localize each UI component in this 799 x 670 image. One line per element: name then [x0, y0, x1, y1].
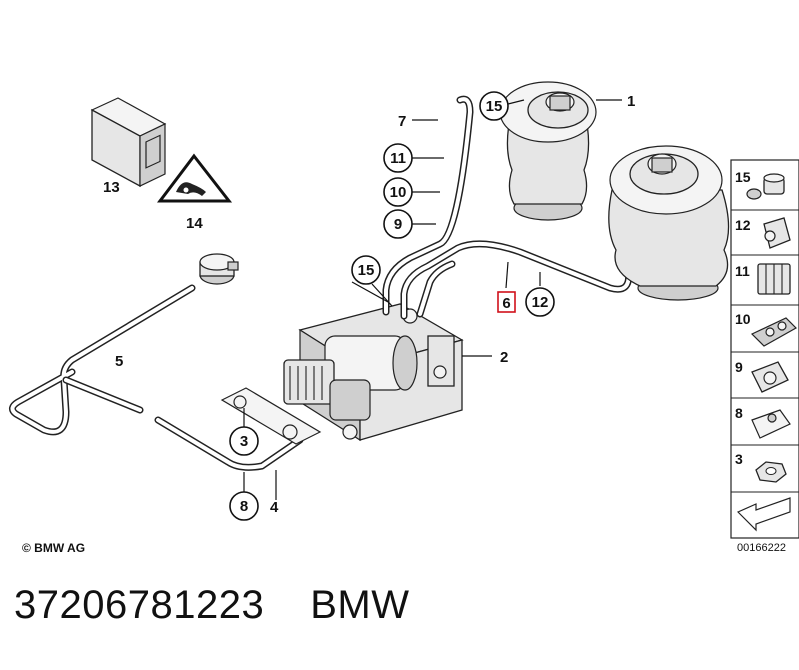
callout-15-mid[interactable]: 15	[351, 255, 381, 285]
control-unit-part-13[interactable]	[90, 97, 167, 188]
footer-caption: 37206781223 BMW	[14, 583, 455, 628]
svg-text:8: 8	[240, 498, 248, 515]
side-part-9-clip[interactable]	[751, 361, 789, 393]
svg-text:3: 3	[240, 433, 248, 450]
label-2: 2	[500, 349, 508, 366]
side-part-12-clip[interactable]	[763, 217, 791, 249]
compressor-assembly-part-2[interactable]	[220, 303, 464, 445]
brand-name: BMW	[310, 583, 410, 627]
svg-text:9: 9	[394, 216, 402, 233]
side-label-15: 15	[735, 169, 751, 185]
callout-9[interactable]: 9	[383, 209, 413, 239]
label-13: 13	[103, 179, 120, 196]
label-14: 14	[186, 215, 203, 232]
air-spring-rear-part-1[interactable]	[499, 81, 597, 221]
svg-text:15: 15	[358, 262, 375, 279]
callout-15-top[interactable]: 15	[479, 91, 509, 121]
svg-text:10: 10	[390, 184, 407, 201]
side-part-10-holder[interactable]	[750, 317, 797, 347]
leader-6	[505, 261, 509, 289]
side-label-12: 12	[735, 217, 751, 233]
pressure-line-part-4[interactable]	[154, 416, 304, 471]
label-5: 5	[115, 353, 123, 370]
svg-text:15: 15	[486, 98, 503, 115]
side-part-15-connector[interactable]	[746, 173, 785, 200]
svg-text:6: 6	[502, 295, 510, 312]
side-label-3: 3	[735, 451, 743, 467]
document-number: 00166222	[737, 542, 786, 554]
arrow-icon	[736, 497, 791, 532]
side-part-3-nut[interactable]	[755, 461, 787, 483]
leader-15-top	[507, 99, 525, 105]
side-label-10: 10	[735, 311, 751, 327]
air-spring-front-part-1[interactable]	[608, 145, 730, 301]
callout-12[interactable]: 12	[525, 287, 555, 317]
callout-3[interactable]: 3	[229, 426, 259, 456]
callout-8[interactable]: 8	[229, 491, 259, 521]
leader-15-mid	[351, 281, 389, 303]
side-label-11: 11	[735, 263, 750, 279]
side-label-8: 8	[735, 405, 743, 421]
part-number: 37206781223	[14, 583, 265, 627]
leader-15-mid-b	[371, 283, 393, 307]
side-parts-panel: 15 12 11 10 9	[730, 159, 799, 539]
svg-text:12: 12	[532, 294, 549, 311]
side-part-11-holder[interactable]	[757, 263, 791, 295]
svg-text:11: 11	[390, 150, 406, 167]
side-label-9: 9	[735, 359, 743, 375]
label-1: 1	[627, 93, 635, 110]
highlighted-part-6[interactable]: 6	[497, 291, 516, 313]
side-part-8-bracket[interactable]	[751, 409, 791, 439]
label-4: 4	[270, 499, 279, 516]
sensor-line-part-5[interactable]	[9, 253, 239, 436]
label-7: 7	[398, 113, 406, 130]
warning-triangle-part-14[interactable]	[156, 153, 233, 203]
copyright-text: © BMW AG	[22, 541, 86, 555]
callout-10[interactable]: 10	[383, 177, 413, 207]
callout-11[interactable]: 11	[383, 143, 413, 173]
